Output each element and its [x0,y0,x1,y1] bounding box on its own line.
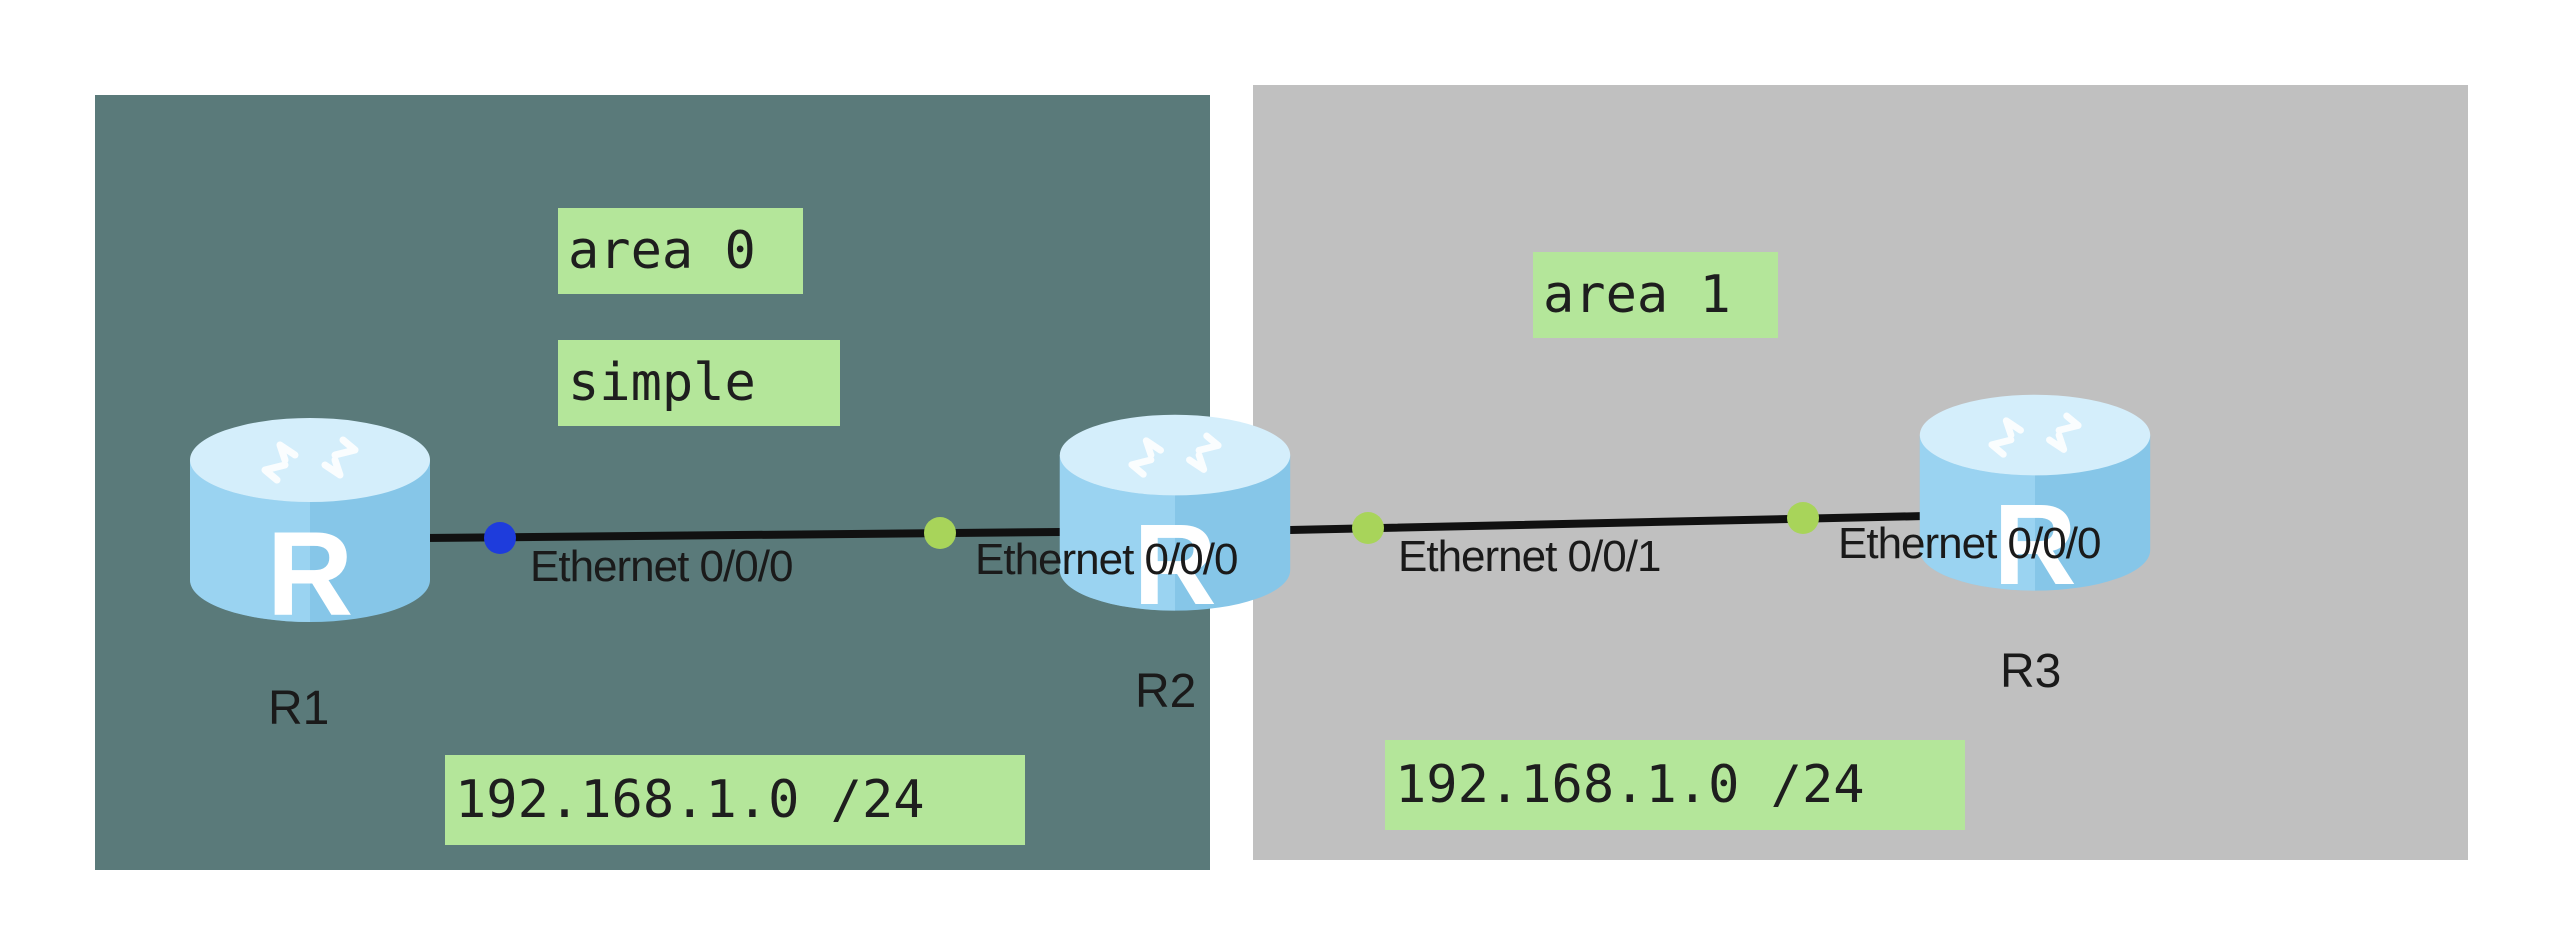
interface-label-r2-e000: Ethernet 0/0/0 [975,535,1238,584]
router-name-r1: R1 [268,682,330,735]
interface-label-r1-e000: Ethernet 0/0/0 [530,542,793,591]
router-r2[interactable]: R [1055,410,1295,625]
svg-text:R: R [1993,481,2076,605]
link-r2-r3[interactable] [1286,512,1929,534]
router-icon: R [190,418,430,635]
svg-text:R: R [267,507,354,635]
router-r3[interactable]: R [1915,390,2155,605]
router-r1[interactable]: R [185,415,435,635]
auth-simple-label: simple [558,340,840,426]
port-dot-r1-e000[interactable] [484,522,516,554]
svg-text:R: R [1133,501,1216,625]
network-label-area-0: 192.168.1.0 /24 [445,755,1025,845]
interface-label-r3-e000: Ethernet 0/0/0 [1838,519,2101,568]
link-r1-r2[interactable] [421,528,1064,542]
port-dot-r2-e000[interactable] [924,517,956,549]
port-dot-r3-e000[interactable] [1787,502,1819,534]
interface-label-r2-e001: Ethernet 0/0/1 [1398,532,1661,581]
area-1-label: area 1 [1533,252,1778,338]
area-0-label: area 0 [558,208,803,294]
router-name-r2: R2 [1135,665,1197,718]
network-label-area-1: 192.168.1.0 /24 [1385,740,1965,830]
router-icon: R [1919,394,2151,605]
port-dot-r2-e001[interactable] [1352,512,1384,544]
router-name-r3: R3 [2000,645,2062,698]
router-icon: R [1059,414,1291,625]
area-1-region [1253,85,2468,860]
